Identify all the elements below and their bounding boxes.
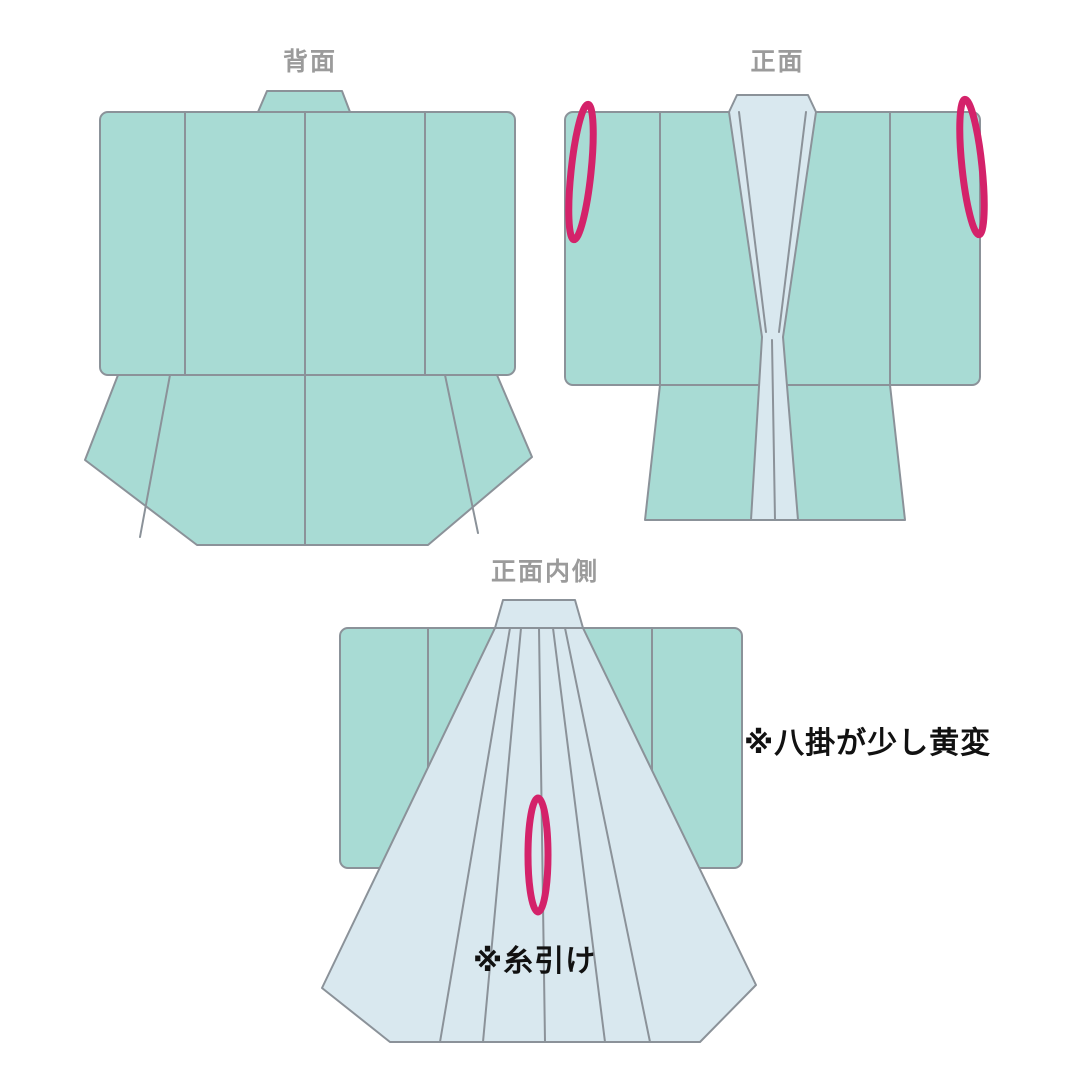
inside-lining: [321, 599, 757, 1043]
inside-lining-seam-3: [552, 627, 606, 1043]
annotation-lining-yellowing: ※八掛が少し黄変: [744, 727, 992, 760]
front-collar-and-lining: [728, 94, 817, 521]
inside-collar: [494, 599, 584, 629]
back-collar: [257, 90, 351, 113]
inside-lining-center-seam: [538, 627, 546, 1043]
front-view-label: 正面: [750, 48, 805, 76]
back-view-label: 背面: [282, 48, 337, 76]
back-skirt: [84, 374, 533, 546]
damage-marker-inside-center: [524, 794, 552, 916]
front-collar-inner-right: [778, 111, 807, 333]
annotation-thread-pull: ※糸引け: [473, 945, 597, 978]
kimono-front-view: [564, 94, 988, 521]
front-collar-inner-left: [738, 111, 767, 333]
front-sleeve-seams: [659, 111, 891, 386]
damage-marker-front-left-sleeve: [565, 100, 597, 244]
inside-lining-seam-1: [439, 627, 511, 1043]
inside-lining-seam-2: [482, 627, 522, 1043]
inside-view-label: 正面内側: [490, 558, 599, 586]
damage-marker-front-right-sleeve: [956, 95, 988, 239]
back-skirt-right-seam: [444, 374, 479, 534]
front-okumi-seam: [771, 339, 776, 521]
inside-lining-seam-4: [564, 627, 651, 1043]
back-skirt-left-seam: [139, 374, 171, 538]
kimono-back-view: [84, 90, 533, 546]
back-body-seams: [184, 111, 426, 376]
back-body: [99, 111, 516, 376]
kimono-inside-view: [321, 599, 757, 1043]
